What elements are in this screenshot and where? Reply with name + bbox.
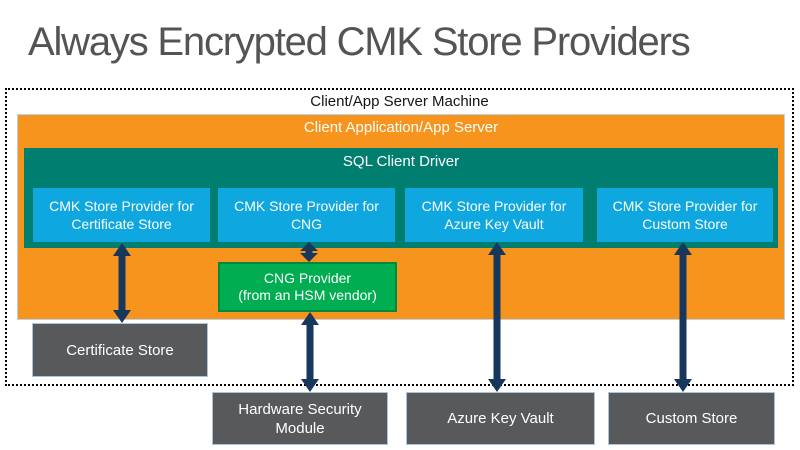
cng-provider-box: CNG Provider (from an HSM vendor) bbox=[218, 262, 397, 312]
arrow-cng-provider-box-to-cng-provider bbox=[300, 242, 318, 262]
cmk-provider-azure-key-vault-box: CMK Store Provider for Azure Key Vault bbox=[405, 188, 583, 242]
cng-provider-label-line2: (from an HSM vendor) bbox=[238, 287, 377, 303]
cmk-provider-cng-box: CMK Store Provider for CNG bbox=[218, 188, 395, 242]
provider-label-line1: CMK Store Provider for bbox=[612, 198, 758, 214]
store-label: Hardware Security Module bbox=[238, 400, 362, 437]
provider-label-line2: Certificate Store bbox=[71, 216, 172, 232]
sql-client-driver-label: SQL Client Driver bbox=[342, 153, 460, 170]
hardware-security-module-box: Hardware Security Module bbox=[212, 392, 388, 445]
client-application-label: Client Application/App Server bbox=[303, 119, 499, 136]
provider-label-line1: CMK Store Provider for bbox=[49, 198, 194, 214]
store-label: Certificate Store bbox=[66, 341, 174, 359]
arrow-akv-provider-to-azure-key-vault bbox=[488, 242, 506, 392]
arrow-certstore-provider-to-certificate-store bbox=[113, 243, 131, 323]
cng-provider-label-line1: CNG Provider bbox=[263, 270, 352, 286]
provider-label-line2: Custom Store bbox=[642, 216, 728, 232]
machine-label: Client/App Server Machine bbox=[310, 93, 489, 110]
provider-label-line2: CNG bbox=[290, 216, 323, 232]
client-app-server-machine-boundary: Client/App Server Machine bbox=[5, 88, 794, 386]
cmk-provider-custom-store-box: CMK Store Provider for Custom Store bbox=[597, 188, 773, 242]
store-label: Azure Key Vault bbox=[447, 410, 554, 427]
store-label: Custom Store bbox=[645, 410, 738, 427]
provider-label-line1: CMK Store Provider for bbox=[234, 198, 379, 214]
custom-store-box: Custom Store bbox=[608, 392, 775, 445]
arrow-custom-provider-to-custom-store bbox=[674, 242, 692, 392]
provider-label-line2: Azure Key Vault bbox=[444, 216, 544, 232]
cmk-provider-certificate-store-box: CMK Store Provider for Certificate Store bbox=[33, 188, 210, 242]
provider-label-line1: CMK Store Provider for bbox=[421, 198, 567, 214]
certificate-store-box: Certificate Store bbox=[32, 323, 208, 377]
page-title: Always Encrypted CMK Store Providers bbox=[28, 20, 691, 64]
arrow-cng-provider-to-hsm bbox=[301, 312, 319, 392]
azure-key-vault-box: Azure Key Vault bbox=[406, 392, 595, 445]
